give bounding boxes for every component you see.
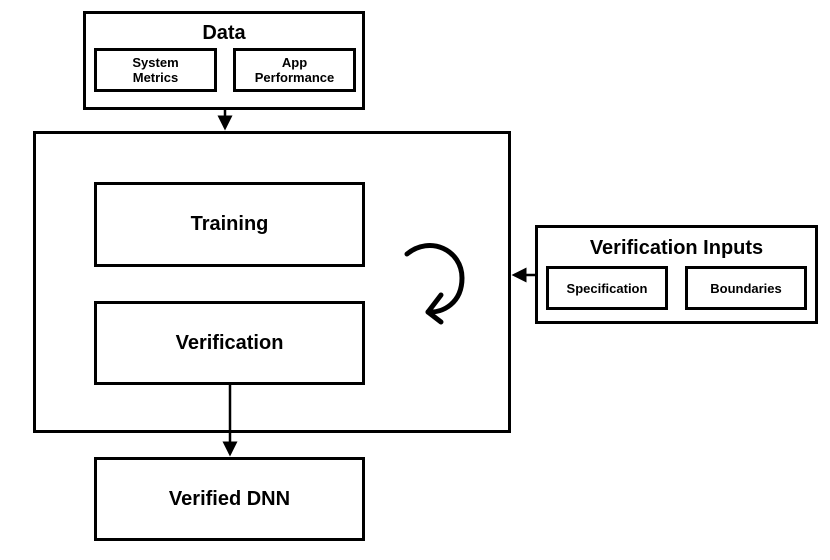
verification-inputs-title: Verification Inputs [589, 237, 764, 259]
cycle-arrow-icon [404, 243, 465, 325]
data-title: Data [202, 22, 246, 44]
data-box: Data System Metrics App Performance [83, 11, 365, 110]
specification-box: Specification [546, 266, 668, 310]
verified-dnn-box: Verified DNN [94, 457, 365, 541]
boundaries-box: Boundaries [685, 266, 807, 310]
verification-box: Verification [94, 301, 365, 385]
system-metrics-box: System Metrics [94, 48, 217, 92]
app-performance-box: App Performance [233, 48, 356, 92]
verification-inputs-box: Verification Inputs Specification Bounda… [535, 225, 818, 324]
training-box: Training [94, 182, 365, 267]
